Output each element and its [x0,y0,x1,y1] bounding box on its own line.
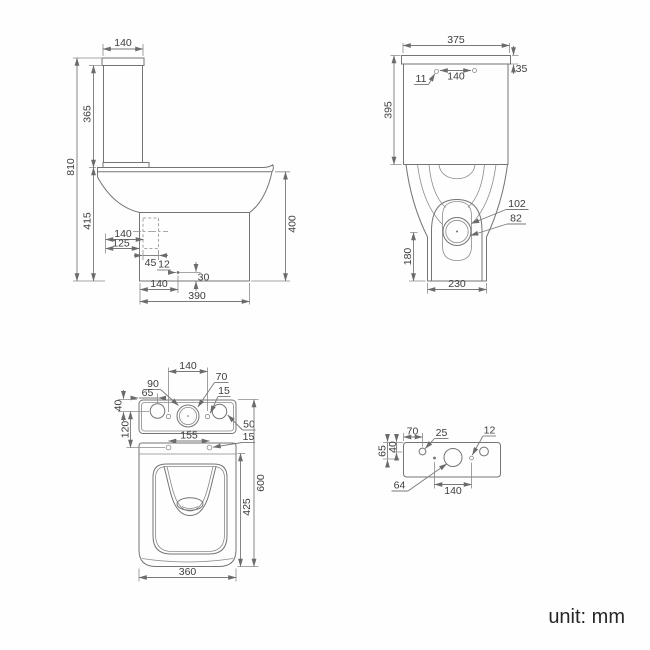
dim-back-tank-width: 375 [447,34,465,46]
seat-outline [97,164,274,173]
dim-side-outlet-width: 45 [145,257,157,269]
dim-back-outer-dia: 102 [508,198,526,210]
small-hole-left [165,413,172,420]
dim-top-seat-hole-spacing: 155 [180,430,198,442]
trapway-arch-outline [431,198,483,282]
drain-opening [176,497,204,511]
plate-hole-right [479,446,489,457]
dim-top-seat-hole-offset: 120 [120,421,132,439]
seat-ring-outer [152,463,228,555]
dim-side-drain-offset: 12 [158,259,170,271]
seat-ring-inner [155,466,225,552]
dim-side-tank-width: 140 [114,37,132,49]
plate-hole-left [418,447,427,456]
dome-line [438,164,476,179]
dim-plate-hole-offset-x: 70 [407,426,419,438]
inlet-inner-circle [445,219,469,244]
dim-back-hole-dia: 11 [416,73,427,85]
dim-plate-hole-spacing: 140 [444,485,462,497]
dim-top-hole-spacing: 140 [179,360,197,372]
flush-hole-inner [178,406,197,425]
inlet-recess-outline [442,201,472,261]
inlet-center-mark [456,230,458,233]
seat-hole-right [206,444,213,451]
pedestal-outline [405,164,508,282]
dim-side-drain-height: 30 [198,272,210,284]
unit-label: unit: mm [548,606,625,628]
flush-hole-outer [176,404,200,428]
bowl-outline [97,167,273,213]
dim-top-bowl-depth: 425 [241,498,253,516]
dim-plate-hole-offset-y: 40 [387,441,399,453]
dim-top-total-depth: 600 [255,474,267,492]
plate-outline [403,442,501,478]
dim-plate-small-hole-dia: 12 [484,425,496,437]
drain-opening-detail [181,506,199,509]
bowl-cavity-outer [163,466,217,517]
bowl-cavity-inner [166,466,214,512]
tank-top-outline [138,399,237,434]
dim-plate-center-dia: 64 [394,480,406,492]
dim-side-drain-from-front: 140 [150,278,168,290]
fixing-hole-left [434,69,439,74]
valve-hole-right [211,403,228,420]
yoke-lines [417,164,497,225]
dim-back-lid-height: 35 [516,63,528,75]
valve-hole-left [149,403,166,419]
dim-side-outlet-from-wall: 140 [114,228,132,240]
hidden-outlet-outline [142,217,159,249]
dim-top-bowl-width: 360 [179,566,197,578]
plate-center-mark-left [433,456,436,460]
dim-top-seat-hole-dia: 15 [243,431,255,443]
dim-top-small-hole: 15 [218,385,230,397]
top-view: 140 90 70 15 65 40 120 155 15 [113,360,267,582]
base-edge-line [141,558,234,563]
dim-side-total-height: 810 [65,158,77,176]
tank-flange-outline [102,162,150,168]
dim-side-rim-height: 400 [287,215,299,233]
pedestal-outline [139,212,250,282]
plate-small-hole [469,455,474,461]
dim-top-valve-offset-y: 40 [113,400,125,412]
dim-side-outlet-alt: 125 [112,238,130,250]
tank-body-outline [103,65,143,163]
dim-side-base-depth: 390 [188,290,206,302]
dim-top-flush-inner: 70 [216,371,228,383]
seat-hole-left [165,444,172,451]
dim-side-tank-height: 365 [82,105,94,123]
dim-top-flush-outer: 90 [147,378,159,390]
bowl-plan-outline [138,442,237,567]
back-view: 375 35 140 11 395 102 82 180 230 [383,34,529,294]
tank-body-outline [403,63,509,165]
fixing-hole-right [472,68,477,73]
dim-plate-center-offset-y: 65 [377,445,389,457]
side-view: 140 810 365 415 400 140 125 45 12 30 [65,37,299,305]
dim-plate-hole-dia: 25 [436,427,448,439]
dim-back-hole-spacing: 140 [447,71,465,83]
flush-center-mark [187,415,189,417]
dim-back-base-width: 230 [448,278,466,290]
dim-back-inner-dia: 82 [510,213,522,225]
dim-back-tank-height: 395 [383,101,395,119]
tank-lid-outline [401,55,511,65]
dim-side-bowl-height: 415 [82,212,94,230]
drain-center-mark [176,271,180,274]
tank-lid-outline [101,57,145,66]
dim-top-valve-offset-x: 65 [142,387,154,399]
dim-back-inlet-height: 180 [402,248,414,266]
small-hole-right [204,413,211,420]
fixing-plate-view: 70 25 12 65 40 64 140 [377,425,501,497]
plate-center-hole [443,448,463,467]
dim-top-valve-dia: 50 [243,419,255,431]
